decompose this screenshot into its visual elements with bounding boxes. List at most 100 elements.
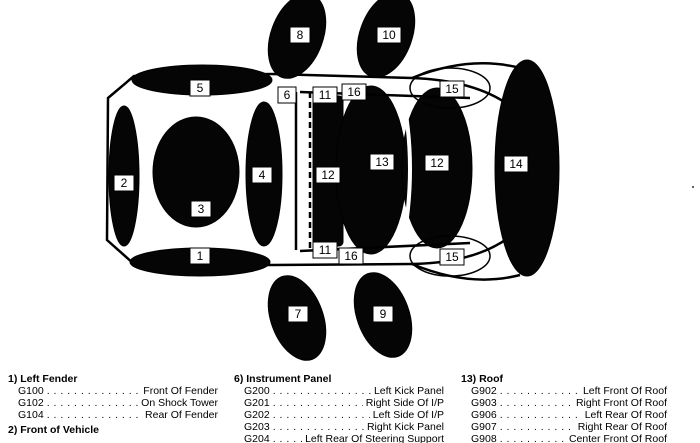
legend-row: G903 Right Front Of Roof — [461, 397, 667, 409]
legend-row: G100 Front Of Fender — [8, 385, 218, 397]
rear-wheel-well-right — [409, 67, 491, 109]
legend-section-title: 13) Roof — [461, 373, 503, 385]
zone-15-bottom-label: 15 — [445, 250, 459, 264]
ground-location: Left Rear Of Roof — [584, 409, 667, 421]
zone-5-marker: 5 — [189, 79, 211, 97]
zone-16-top-label: 16 — [347, 85, 361, 99]
legend-row: G201Right Side Of I/P — [234, 397, 444, 409]
leader-dots — [273, 421, 364, 433]
separator-a — [400, 91, 412, 249]
ground-location: On Shock Tower — [141, 397, 218, 409]
legend-row: G204 Left Rear Of Steering Support — [234, 433, 444, 443]
ground-code: G906 — [471, 409, 497, 421]
zone-3-marker: 3 — [190, 200, 212, 218]
leader-dots — [500, 409, 582, 421]
ground-locations-legend: 1) Left Fender G100 Front Of Fender G102 O… — [0, 368, 700, 443]
ground-location: Front Of Fender — [143, 385, 218, 397]
zone-12-front-marker: 12 — [315, 166, 341, 184]
zone-9-marker: 9 — [372, 305, 394, 323]
ground-code: G203 — [244, 421, 270, 433]
zone-6-label: 6 — [284, 88, 291, 102]
ground-code: G202 — [244, 409, 270, 421]
separator-b — [471, 89, 485, 251]
zone-10-marker: 10 — [376, 26, 402, 44]
zone-15-top-label: 15 — [445, 82, 459, 96]
ground-location: Right Rear Of Roof — [577, 421, 667, 433]
leader-dots — [273, 409, 370, 421]
zone-11-bottom-marker: 11 — [312, 241, 338, 259]
rear-wheel-well-left — [409, 235, 491, 277]
zone-11-bottom-label: 11 — [319, 243, 332, 257]
zone-2-label: 2 — [121, 176, 128, 190]
zone-5-label: 5 — [197, 81, 204, 95]
zone-8-label: 8 — [297, 28, 304, 42]
ground-code: G100 — [18, 385, 44, 397]
ground-location: Right Front Of Roof — [575, 397, 667, 409]
ground-code: G907 — [471, 421, 497, 433]
zone-12-rear-marker: 12 — [424, 154, 450, 172]
zone-11-top-label: 11 — [319, 88, 332, 102]
zone-7-marker: 7 — [287, 305, 309, 323]
ground-location: Center Front Of Roof — [568, 433, 667, 443]
legend-row: G902 Left Front Of Roof — [461, 385, 667, 397]
ground-location: Left Rear Of Steering Support — [305, 433, 444, 443]
zone-14-marker: 14 — [503, 155, 529, 173]
zone-16-bottom-label: 16 — [344, 249, 358, 263]
rear-body-outline — [411, 62, 521, 281]
legend-section-title: 6) Instrument Panel — [234, 373, 332, 385]
ground-code: G908 — [471, 433, 497, 443]
zone-7-label: 7 — [295, 307, 302, 321]
ground-code: G902 — [471, 385, 497, 397]
leader-dots — [273, 433, 302, 443]
vehicle-ground-location-diagram: 1 2 3 4 5 6 7 8 9 10 11 11 12 12 13 14 1… — [105, 0, 560, 361]
zone-11-top-marker: 11 — [312, 86, 338, 104]
legend-row: G908 Center Front Of Roof — [461, 433, 667, 443]
legend-row: G104 Rear Of Fender — [8, 409, 218, 421]
zone-15-bottom-marker: 15 — [439, 248, 465, 266]
ground-code: G903 — [471, 397, 497, 409]
zone-6-marker: 6 — [277, 86, 297, 104]
leader-dots — [47, 385, 141, 397]
zone-14-label: 14 — [509, 157, 523, 171]
ground-location: Left Front Of Roof — [582, 385, 667, 397]
region-separators — [400, 89, 485, 251]
leader-dots — [500, 433, 566, 443]
zone-1-label: 1 — [197, 249, 204, 263]
zone-16-bottom-marker: 16 — [338, 247, 364, 265]
zone-regions — [108, 0, 560, 361]
zone-8-marker: 8 — [289, 26, 311, 44]
leader-dots — [273, 397, 363, 409]
leader-dots — [273, 385, 371, 397]
zone-3-label: 3 — [198, 202, 205, 216]
ground-code: G102 — [18, 397, 44, 409]
zone-3-region — [152, 116, 240, 228]
legend-row: G203 Right Kick Panel — [234, 421, 444, 433]
zone-16-top-marker: 16 — [341, 83, 367, 101]
legend-column-1: 1) Left Fender G100 Front Of Fender G102 O… — [8, 373, 218, 436]
zone-1-marker: 1 — [189, 247, 211, 265]
ground-location: Left Kick Panel — [373, 385, 444, 397]
zone-13-marker: 13 — [369, 153, 395, 171]
leader-dots — [47, 409, 142, 421]
zone-12-front-label: 12 — [321, 168, 335, 182]
leader-dots — [47, 397, 138, 409]
legend-section-title: 2) Front of Vehicle — [8, 424, 100, 436]
ground-code: G204 — [244, 433, 270, 443]
ground-code: G200 — [244, 385, 270, 397]
legend-row: G906 Left Rear Of Roof — [461, 409, 667, 421]
zone-13-label: 13 — [375, 155, 389, 169]
ground-location: Right Kick Panel — [366, 421, 444, 433]
ground-code: G104 — [18, 409, 44, 421]
ground-location: Rear Of Fender — [145, 409, 218, 421]
leader-dots — [500, 397, 573, 409]
legend-column-2: 6) Instrument Panel G200Left Kick Panel … — [234, 373, 444, 443]
legend-section-title: 1) Left Fender — [8, 373, 78, 385]
ground-location: Right Side Of I/P — [365, 397, 444, 409]
legend-row: G102 On Shock Tower — [8, 397, 218, 409]
zone-12-rear-label: 12 — [430, 156, 444, 170]
legend-column-3: 13) Roof G902Left Front Of Roof G903Righ… — [461, 373, 667, 443]
legend-row: G200 Left Kick Panel — [234, 385, 444, 397]
leader-dots — [500, 385, 580, 397]
zone-2-marker: 2 — [113, 174, 135, 192]
zone-9-label: 9 — [380, 307, 387, 321]
